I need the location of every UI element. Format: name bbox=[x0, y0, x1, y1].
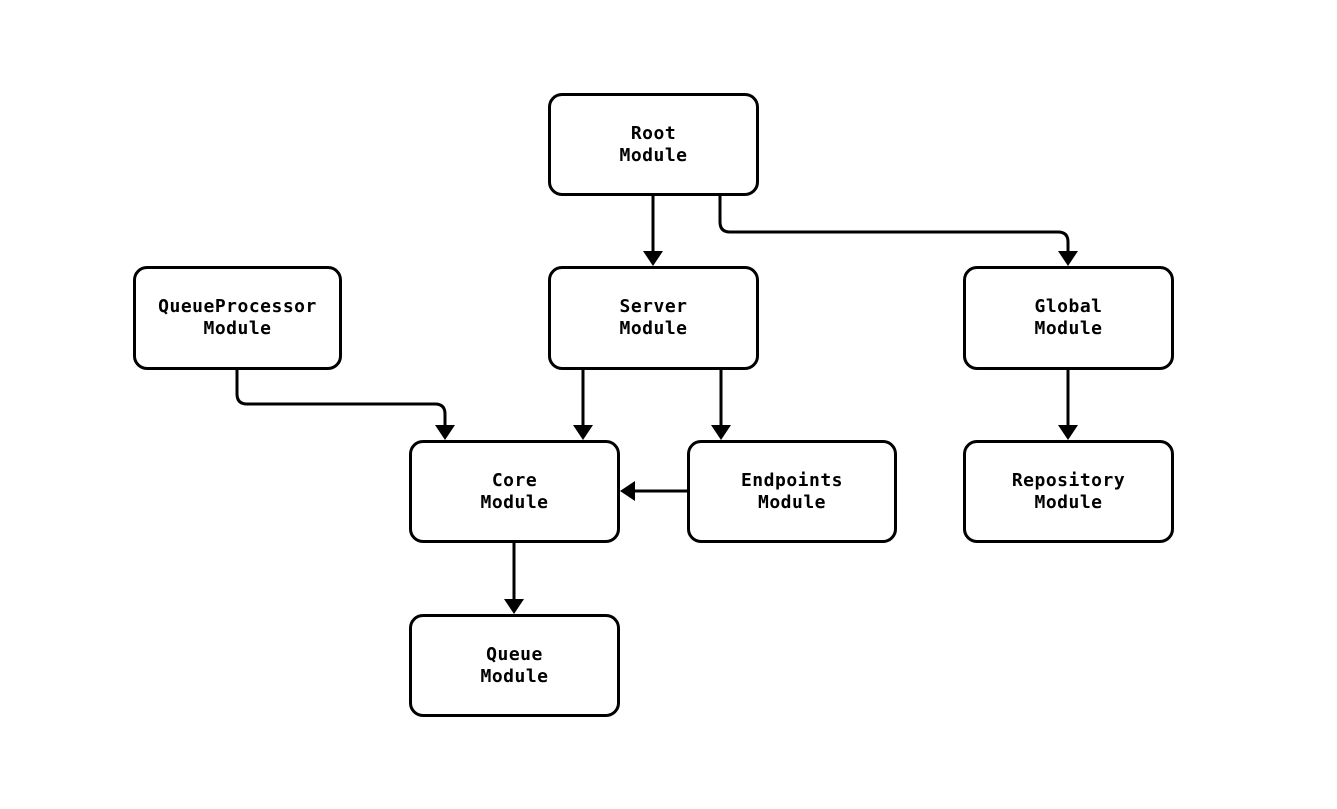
edge-global-to-repository-arrowhead bbox=[1058, 425, 1078, 440]
edge-endpoints-to-core-arrowhead bbox=[620, 481, 635, 501]
edge-root-to-global-line bbox=[718, 196, 1070, 254]
edge-server-to-core-arrowhead bbox=[573, 425, 593, 440]
edge-root-to-server-arrowhead bbox=[643, 251, 663, 266]
edge-root-to-global-arrowhead bbox=[1058, 251, 1078, 266]
node-server-suffix: Module bbox=[619, 318, 688, 339]
edge-global-to-repository bbox=[1058, 370, 1078, 440]
node-queueprocessor-suffix: Module bbox=[203, 318, 272, 339]
edge-queueprocessor-to-core bbox=[235, 370, 455, 440]
node-global-name: Global bbox=[1034, 296, 1103, 317]
node-global-suffix: Module bbox=[1034, 318, 1103, 339]
node-repository-name: Repository bbox=[1011, 469, 1126, 491]
edge-endpoints-to-core bbox=[620, 481, 687, 501]
edge-server-to-endpoints-arrowhead bbox=[711, 425, 731, 440]
edge-queueprocessor-to-core-arrowhead bbox=[435, 425, 455, 440]
node-queueprocessor-name: QueueProcessor bbox=[158, 296, 317, 317]
node-server-name: Server bbox=[619, 296, 688, 317]
node-endpoints-suffix: Module bbox=[757, 491, 827, 513]
node-root-name: Root bbox=[630, 122, 677, 144]
node-repository-suffix: Module bbox=[1034, 491, 1103, 513]
edge-server-to-core bbox=[573, 370, 593, 440]
node-core-suffix: Module bbox=[480, 491, 549, 513]
edge-core-to-queue bbox=[504, 543, 524, 614]
edge-core-to-queue-arrowhead bbox=[504, 599, 524, 614]
edge-server-to-endpoints bbox=[711, 370, 731, 440]
node-core-name: Core bbox=[491, 469, 538, 491]
node-root-suffix: Module bbox=[619, 144, 688, 166]
node-endpoints-name: Endpoints bbox=[740, 469, 844, 491]
edge-root-to-global bbox=[718, 196, 1078, 266]
node-queue-name: Queue bbox=[486, 643, 543, 665]
node-queue-suffix: Module bbox=[480, 665, 549, 687]
edge-queueprocessor-to-core-line bbox=[235, 370, 447, 428]
edge-root-to-server bbox=[643, 196, 663, 266]
